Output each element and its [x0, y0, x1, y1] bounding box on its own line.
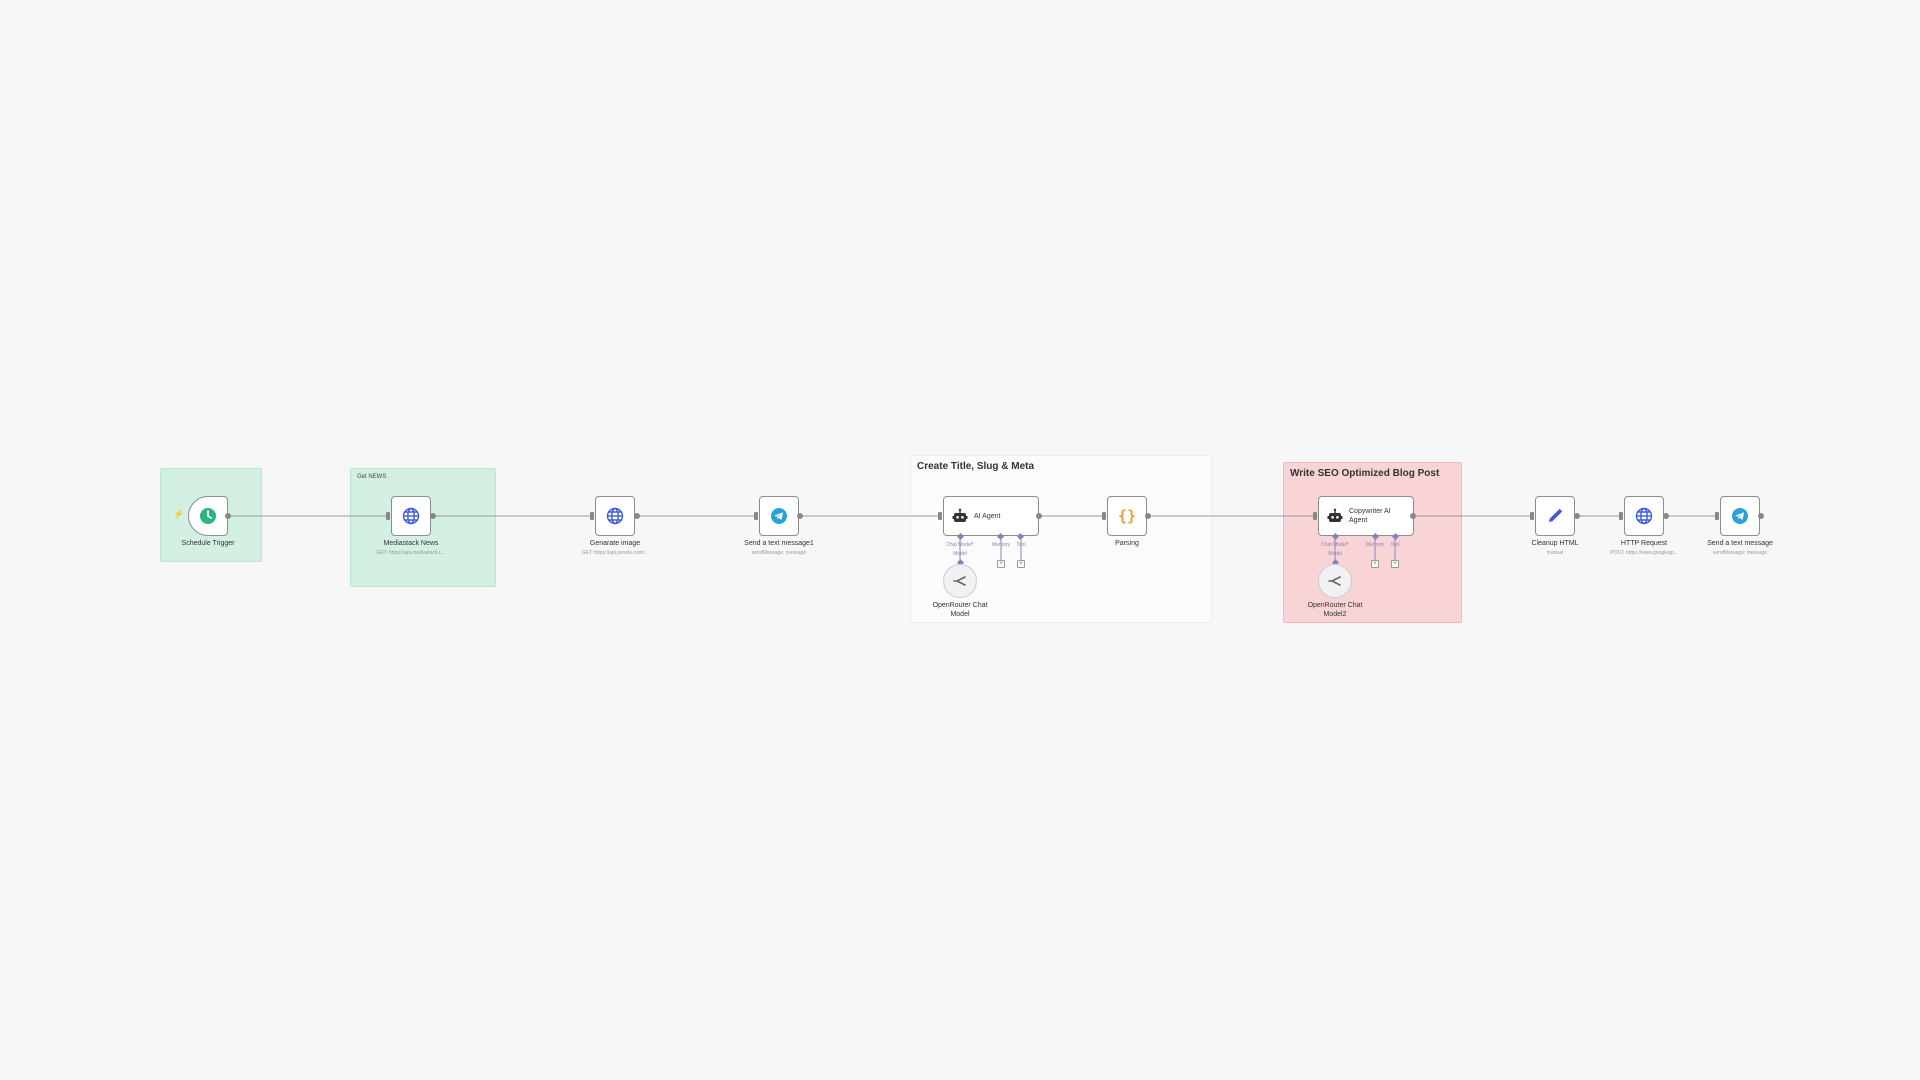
cleanup-html-input-handle[interactable] [1530, 512, 1534, 520]
ai-agent-input-handle[interactable] [938, 512, 942, 520]
sticky-create-title-title: Create Title, Slug & Meta [917, 461, 1035, 472]
send-text-2-input-handle[interactable] [1715, 512, 1719, 520]
mediastack-news-sublabel: GET: https://api.mediastack.c... [376, 550, 446, 556]
openrouter-2-label: OpenRouter Chat Model2 [1307, 602, 1363, 618]
ai-agent-add-memory-button[interactable]: + [997, 560, 1005, 568]
sticky-write-seo-title: Write SEO Optimized Blog Post [1290, 468, 1440, 479]
openrouter-icon [1328, 576, 1341, 586]
openrouter-2-node[interactable] [1318, 564, 1352, 598]
mediastack-input-handle[interactable] [386, 512, 390, 520]
copywriter-add-tool-button[interactable]: + [1391, 560, 1399, 568]
generate-image-output-handle[interactable] [634, 513, 640, 519]
mediastack-news-node[interactable] [391, 496, 431, 536]
http-request-sublabel: POST: https://www.googleap... [1610, 550, 1678, 556]
send-text-2-sublabel: sendMessage: message [1712, 550, 1768, 556]
ai-agent-tool-port-label: Tool [1016, 542, 1026, 548]
schedule-trigger-output-handle[interactable] [225, 513, 231, 519]
cleanup-html-label: Cleanup HTML [1531, 540, 1579, 547]
send-text-2-output-handle[interactable] [1758, 513, 1764, 519]
sticky-create-title[interactable]: Create Title, Slug & Meta [910, 455, 1212, 623]
send-text-2-label: Send a text message [1707, 540, 1773, 547]
ai-agent-node[interactable]: AI Agent [943, 496, 1039, 536]
cleanup-html-output-handle[interactable] [1574, 513, 1580, 519]
ai-agent-output-handle[interactable] [1036, 513, 1042, 519]
mediastack-output-handle[interactable] [430, 513, 436, 519]
mediastack-news-label: Mediastack News [383, 540, 439, 547]
copywriter-model-sublabel: Model [1328, 551, 1342, 557]
ai-agent-chat-model-port-label: Chat Model* [946, 542, 974, 548]
copywriter-node[interactable]: Copywriter AI Agent [1318, 496, 1414, 536]
http-request-output-handle[interactable] [1663, 513, 1669, 519]
parsing-node[interactable]: {} [1107, 496, 1147, 536]
schedule-trigger-label: Schedule Trigger [181, 540, 235, 547]
telegram-icon [771, 508, 787, 524]
http-request-input-handle[interactable] [1619, 512, 1623, 520]
sticky-write-seo[interactable]: Write SEO Optimized Blog Post [1283, 462, 1462, 623]
send-text-1-input-handle[interactable] [754, 512, 758, 520]
parsing-output-handle[interactable] [1145, 513, 1151, 519]
generate-image-sublabel: GET: https://api.pexels.com/... [581, 550, 649, 556]
generate-image-node[interactable] [595, 496, 635, 536]
copywriter-memory-port-label: Memory [1365, 542, 1385, 548]
telegram-icon [1732, 508, 1748, 524]
send-text-1-output-handle[interactable] [797, 513, 803, 519]
globe-icon [606, 507, 624, 525]
copywriter-add-memory-button[interactable]: + [1371, 560, 1379, 568]
send-text-2-node[interactable] [1720, 496, 1760, 536]
copywriter-label: Copywriter AI Agent [1349, 508, 1391, 524]
ai-agent-memory-port-label: Memory [991, 542, 1011, 548]
copywriter-chat-model-port-label: Chat Model* [1321, 542, 1349, 548]
sticky-get-news-title: Get NEWS [357, 474, 387, 480]
generate-image-label: Genarate image [589, 540, 641, 547]
ai-agent-add-tool-button[interactable]: + [1017, 560, 1025, 568]
copywriter-output-handle[interactable] [1410, 513, 1416, 519]
robot-icon [952, 508, 968, 522]
cleanup-html-node[interactable] [1535, 496, 1575, 536]
schedule-trigger-node[interactable] [188, 496, 228, 536]
parsing-label: Parsing [1115, 540, 1139, 547]
braces-icon: {} [1117, 507, 1137, 525]
copywriter-input-handle[interactable] [1313, 512, 1317, 520]
robot-icon [1327, 508, 1343, 522]
ai-agent-label: AI Agent [974, 512, 1001, 520]
ai-agent-model-sublabel: Model [953, 551, 967, 557]
copywriter-tool-port-label: Tool [1390, 542, 1400, 548]
generate-image-input-handle[interactable] [590, 512, 594, 520]
openrouter-1-node[interactable] [943, 564, 977, 598]
clock-icon [200, 508, 216, 524]
openrouter-icon [953, 576, 966, 586]
send-text-1-node[interactable] [759, 496, 799, 536]
cleanup-html-sublabel: manual [1546, 550, 1564, 556]
http-request-node[interactable] [1624, 496, 1664, 536]
openrouter-1-label: OpenRouter Chat Model [932, 602, 988, 618]
parsing-input-handle[interactable] [1102, 512, 1106, 520]
trigger-bolt-icon: ⚡ [173, 509, 185, 519]
send-text-1-label: Send a text message1 [744, 540, 814, 547]
globe-icon [402, 507, 420, 525]
pencil-icon [1549, 508, 1563, 522]
send-text-1-sublabel: sendMessage: message [751, 550, 807, 556]
globe-icon [1635, 507, 1653, 525]
http-request-label: HTTP Request [1620, 540, 1668, 547]
